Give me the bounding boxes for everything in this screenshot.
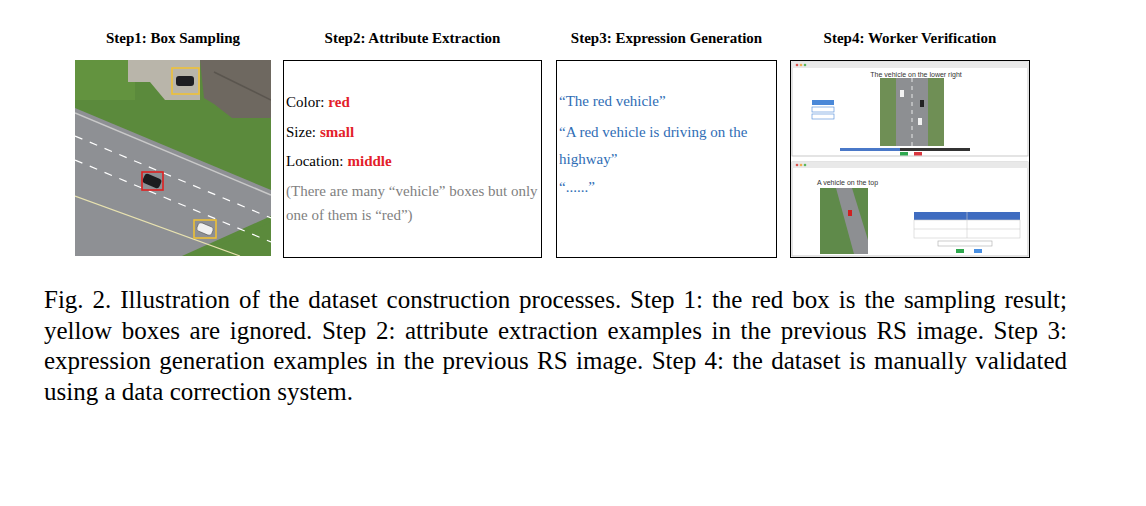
house-roof [200, 60, 271, 118]
figure-caption: Fig. 2. Illustration of the dataset cons… [44, 285, 1067, 408]
verification-panel: Step4: Worker VerificationThe vehicle on… [790, 28, 1030, 258]
roof-ridge [214, 72, 271, 100]
note-text: (There are many “vehicle” boxes but only… [286, 179, 538, 227]
timeline [840, 148, 970, 151]
input-box [938, 241, 992, 246]
grass [880, 78, 944, 146]
expression-text: “A red vehicle is driving on the highway… [559, 119, 773, 173]
attribute-row: Size:small [286, 120, 538, 144]
grass [75, 60, 271, 256]
attribute-panel: Step2: Attribute ExtractionColor:redSize… [283, 28, 542, 258]
lane-mark [912, 78, 913, 146]
road [75, 108, 271, 256]
label-text: Color: [286, 94, 324, 110]
panel-box: The vehicle on the lower right A vehicle … [790, 60, 1030, 258]
car-body [176, 76, 194, 86]
image-frame [75, 60, 271, 258]
browser-dot [804, 164, 807, 167]
label-text: Size: [286, 124, 316, 140]
car [918, 118, 922, 125]
screen-title: A vehicle on the top [817, 178, 907, 187]
button [900, 152, 908, 156]
lane-mark [75, 196, 240, 256]
timeline-progress [840, 148, 900, 151]
ignored-box [172, 68, 199, 94]
grass-verge [196, 222, 271, 256]
button [974, 249, 982, 253]
aerial-thumb [820, 188, 868, 254]
grass [820, 188, 868, 254]
screen-title: The vehicle on the lower right [856, 70, 976, 79]
lane-mark [75, 136, 271, 218]
expression-text: “......” [559, 174, 773, 201]
attribute-row: Color:red [286, 90, 538, 114]
browser-dot [796, 64, 799, 67]
car [848, 210, 852, 216]
car-body [196, 222, 214, 236]
car [142, 173, 162, 189]
grass-patch [75, 60, 135, 100]
label-text: The vehicle on the lower right [870, 71, 961, 78]
label-text: “The red vehicle” [559, 93, 666, 109]
table-line [967, 212, 968, 238]
sampling-panel: Step1: Box Sampling [75, 28, 271, 258]
label-text: “......” [559, 179, 595, 195]
highway-image [880, 78, 944, 146]
browser-dot [804, 64, 807, 67]
road-edge [75, 113, 271, 195]
browser-dot [800, 64, 803, 67]
browser-bar [792, 162, 1028, 168]
label-text: (There are many “vehicle” boxes but only… [286, 183, 538, 223]
menu-item [812, 114, 834, 119]
label-text: Location: [286, 153, 343, 169]
browser-dot [800, 164, 803, 167]
browser-dot [796, 164, 799, 167]
aerial-image [75, 60, 271, 256]
car-body [142, 173, 162, 189]
road [836, 188, 868, 254]
attribute-value: middle [347, 153, 391, 169]
sampled-box [142, 172, 163, 190]
step-title: Step1: Box Sampling [45, 29, 301, 47]
screenshot [792, 62, 1028, 156]
attribute-value: red [328, 94, 349, 110]
car [920, 100, 924, 107]
expression-text: “The red vehicle” [559, 88, 773, 115]
browser-bar [792, 62, 1028, 68]
car [196, 222, 214, 236]
step-title: Step2: Attribute Extraction [253, 29, 572, 47]
lane-mark [75, 160, 271, 242]
car [900, 90, 904, 97]
step-title: Step3: Expression Generation [526, 29, 807, 47]
button [914, 152, 922, 156]
button [956, 249, 964, 253]
step-title: Step4: Worker Verification [760, 29, 1060, 47]
label-text: A vehicle on the top [817, 179, 878, 186]
screenshot [792, 162, 1028, 256]
attribute-row: Location:middle [286, 149, 538, 173]
label-text: “A red vehicle is driving on the highway… [559, 124, 747, 167]
panel-box: Color:redSize:smallLocation:middle (There… [283, 60, 542, 258]
attribute-value: small [320, 124, 354, 140]
ignored-box [194, 220, 216, 238]
car [176, 76, 194, 86]
driveway [128, 60, 200, 100]
panel-box: “The red vehicle” “A red vehicle is drivi… [556, 60, 777, 258]
screenshots [792, 62, 1028, 256]
expression-panel: Step3: Expression Generation“The red veh… [556, 28, 777, 258]
menu-item [812, 100, 834, 105]
menu-item [812, 107, 834, 112]
road [896, 78, 928, 146]
